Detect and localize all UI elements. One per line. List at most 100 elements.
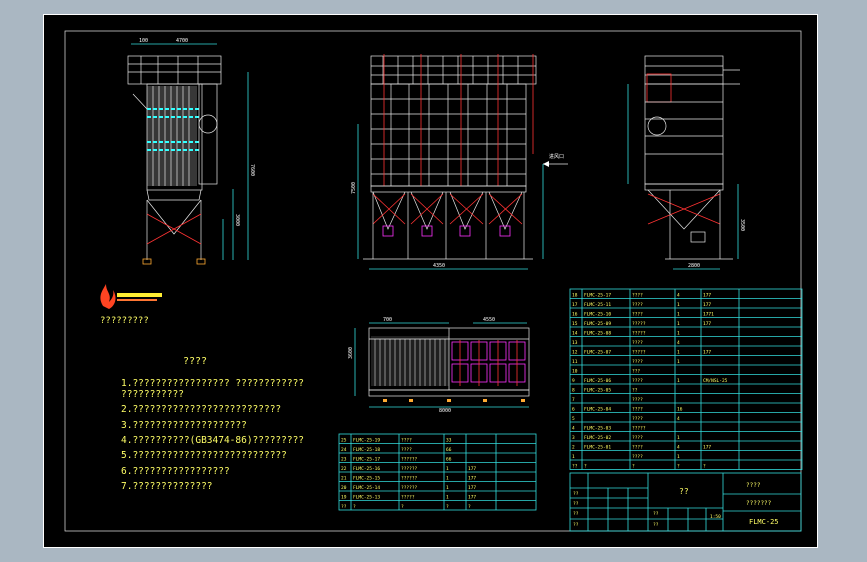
- note-item: 2.??????????????????????????: [121, 404, 281, 415]
- table-cell: 6: [572, 407, 575, 413]
- inner-frame: [64, 30, 802, 532]
- table-cell: 9: [572, 378, 575, 384]
- table-cell: ????: [401, 447, 412, 453]
- table-cell: 177: [468, 466, 476, 472]
- table-cell: FLMC-25-01: [584, 445, 611, 451]
- side-view: 4350 7500 进风口: [351, 54, 568, 270]
- table-cell: ???: [632, 369, 640, 375]
- table-cell: 19: [341, 495, 347, 501]
- table-cell: FLMC-25-18: [353, 447, 380, 453]
- table-cell: 16: [677, 407, 683, 413]
- dim-side-height: 7500: [351, 182, 357, 194]
- dim-top-a: 100: [139, 38, 148, 44]
- table-row: 7????: [572, 397, 643, 403]
- note-item: 1.????????????????? ????????????: [121, 378, 304, 389]
- table-cell: ?: [446, 504, 449, 510]
- table-cell: 20: [341, 485, 347, 491]
- table-cell: 4: [677, 340, 680, 346]
- table-cell: 1: [677, 378, 680, 384]
- outer-frame: [43, 14, 818, 548]
- title-label: ??: [653, 522, 659, 528]
- table-header-row: ??????: [341, 504, 471, 510]
- table-cell: FLMC-25-16: [353, 466, 380, 472]
- table-cell: 1: [446, 466, 449, 472]
- title-block: ?? ???? ??????? FLMC-25 1:50 ?? ?? ?? ??…: [569, 472, 802, 532]
- table-cell: 1: [446, 495, 449, 501]
- table-cell: 12: [572, 350, 578, 356]
- table-row: 13????4: [572, 340, 680, 346]
- table-row: 11????1: [572, 359, 680, 365]
- note-item: 6.?????????????????: [121, 466, 230, 477]
- table-cell: CM/NSL-25: [703, 378, 728, 384]
- table-cell: ????: [632, 293, 643, 299]
- table-cell: ?: [584, 464, 587, 470]
- title-label: ??: [573, 522, 579, 528]
- table-cell: 1: [677, 331, 680, 337]
- table-cell: 177: [703, 293, 711, 299]
- table-cell: ??????: [401, 485, 418, 491]
- dim-plan-depth: 3600: [348, 347, 354, 359]
- table-cell: FLMC-25-02: [584, 435, 611, 441]
- table-cell: ?: [703, 464, 706, 470]
- dim-plan-width: 8000: [439, 408, 451, 414]
- logo-caption: ?????????: [100, 316, 149, 326]
- table-cell: 177: [468, 495, 476, 501]
- table-cell: 13: [572, 340, 578, 346]
- title-label: ??: [573, 511, 579, 517]
- table-cell: 4: [677, 416, 680, 422]
- table-cell: ????: [632, 397, 643, 403]
- table-row: 1???? 1: [572, 454, 680, 460]
- dim-plan-left: 700: [383, 317, 392, 323]
- table-cell: 1: [677, 435, 680, 441]
- technical-notes: ???? 1.????????????????? ???????????? ??…: [121, 356, 304, 492]
- table-cell: 8: [572, 388, 575, 394]
- note-item: 4.??????????(GB3474-86)?????????: [121, 435, 304, 446]
- table-cell: ?????: [632, 321, 646, 327]
- title-company: ????: [746, 482, 761, 489]
- table-cell: 1: [446, 485, 449, 491]
- table-cell: 11: [572, 359, 578, 365]
- table-cell: 1: [572, 454, 575, 460]
- dim-height: 7600: [249, 164, 255, 176]
- table-cell: ?: [468, 504, 471, 510]
- table-cell: 177: [703, 321, 711, 327]
- dim-right-height: 3500: [739, 219, 745, 231]
- table-cell: 1: [677, 454, 680, 460]
- drawing-sheet: 100 4700 7600 3000: [43, 14, 818, 548]
- dim-total-width: 4350: [433, 263, 445, 269]
- table-cell: 4: [677, 445, 680, 451]
- table-cell: 25: [341, 438, 347, 444]
- note-item: 7.??????????????: [121, 481, 213, 492]
- table-cell: FLMC-25-11: [584, 302, 611, 308]
- table-cell: 177: [703, 302, 711, 308]
- title-label: ??: [653, 511, 659, 517]
- table-row: 10???: [572, 369, 640, 375]
- drawing-number: FLMC-25: [749, 518, 779, 526]
- table-cell: ????: [632, 445, 643, 451]
- table-header-row: ??????: [572, 464, 706, 470]
- dim-top-b: 4700: [176, 38, 188, 44]
- table-cell: 4: [572, 426, 575, 432]
- table-cell: 2: [572, 445, 575, 451]
- table-cell: 10: [572, 369, 578, 375]
- table-cell: ????: [632, 454, 643, 460]
- table-cell: 1: [446, 476, 449, 482]
- title-label: ??: [573, 491, 579, 497]
- table-cell: 1771: [703, 312, 714, 318]
- table-cell: ??????: [401, 457, 418, 463]
- table-cell: 1: [677, 312, 680, 318]
- table-cell: FLMC-25-09: [584, 321, 611, 327]
- table-cell: 22: [341, 466, 347, 472]
- table-cell: FLMC-25-03: [584, 426, 611, 432]
- table-cell: 18: [572, 293, 578, 299]
